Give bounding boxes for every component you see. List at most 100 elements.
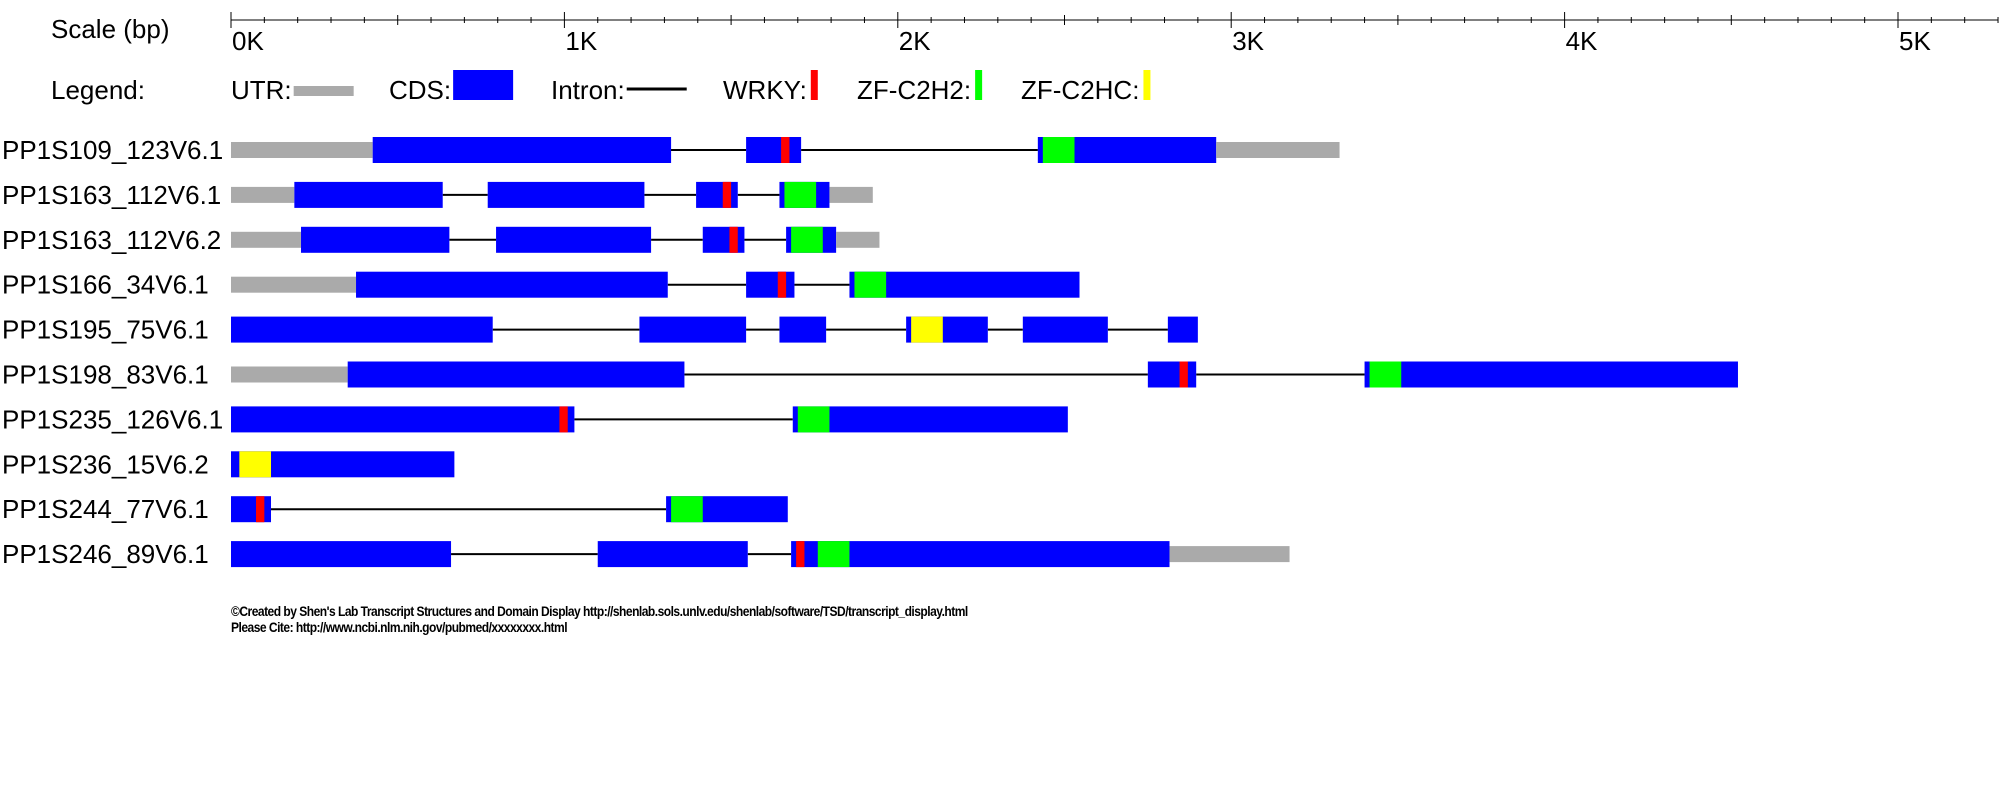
cds-segment (639, 316, 747, 343)
scale-tick-label: 0K (232, 26, 264, 56)
transcript-name: PP1S246_89V6.1 (2, 539, 209, 569)
legend-label: UTR: (231, 75, 292, 105)
legend-item-cds: CDS: (389, 70, 514, 105)
legend: UTR: CDS: Intron: WRKY: ZF-C2H2: ZF-C2HC: (231, 70, 1151, 105)
domain-zf-c2h2 (854, 271, 887, 298)
transcript-name: PP1S163_112V6.2 (2, 225, 221, 255)
utr-segment (231, 276, 357, 293)
legend-swatch (293, 86, 354, 96)
legend-label: ZF-C2H2: (857, 75, 971, 105)
cds-segment (849, 271, 1080, 298)
scale-tick-label: 4K (1566, 26, 1598, 56)
transcript-row: PP1S163_112V6.1 (2, 180, 873, 210)
legend-item-wrky: WRKY: (723, 70, 818, 105)
cds-segment (231, 496, 272, 523)
utr-segment (231, 231, 302, 248)
domain-zf-c2h2 (784, 181, 817, 208)
utr-segment (836, 231, 880, 248)
cds-segment (1364, 361, 1738, 388)
transcript-name: PP1S235_126V6.1 (2, 404, 223, 434)
transcript-name: PP1S236_15V6.2 (2, 449, 209, 479)
domain-zf-c2h2 (671, 496, 703, 523)
cds-segment (496, 226, 652, 253)
domain-zf-c2hc (239, 451, 272, 478)
domain-zf-c2h2 (1369, 361, 1402, 388)
transcript-list: PP1S109_123V6.1PP1S163_112V6.1PP1S163_11… (2, 135, 1738, 569)
legend-label: WRKY: (723, 75, 807, 105)
transcript-row: PP1S236_15V6.2 (2, 449, 455, 479)
cds-segment (231, 406, 575, 433)
domain-zf-c2h2 (1042, 137, 1075, 163)
cds-segment (696, 181, 738, 208)
transcript-name: PP1S244_77V6.1 (2, 494, 209, 524)
scale-label: Scale (bp) (51, 14, 170, 44)
utr-segment (1216, 142, 1340, 158)
transcript-row: PP1S244_77V6.1 (2, 494, 788, 524)
transcript-row: PP1S198_83V6.1 (2, 360, 1738, 390)
legend-label: Intron: (551, 75, 625, 105)
cds-segment (792, 406, 1068, 433)
scale-tick-label: 3K (1232, 26, 1264, 56)
domain-zf-c2h2 (797, 406, 830, 433)
legend-swatch (975, 70, 983, 100)
cds-segment (597, 541, 748, 568)
utr-segment (829, 186, 873, 203)
citation-line: Please Cite: http://www.ncbi.nlm.nih.gov… (231, 619, 568, 635)
domain-zf-c2h2 (817, 541, 850, 568)
transcript-name: PP1S163_112V6.1 (2, 180, 221, 210)
cds-segment (301, 226, 450, 253)
transcript-name: PP1S195_75V6.1 (2, 315, 209, 345)
cds-segment (746, 271, 795, 298)
domain-wrky (722, 181, 732, 208)
cds-segment (231, 541, 452, 568)
legend-title: Legend: (51, 75, 145, 105)
scale-tick-label: 5K (1899, 26, 1931, 56)
transcript-name: PP1S198_83V6.1 (2, 360, 209, 390)
cds-segment (231, 316, 493, 343)
transcript-row: PP1S166_34V6.1 (2, 270, 1080, 300)
cds-segment (294, 181, 443, 208)
cds-segment (1022, 316, 1108, 343)
legend-swatch (453, 70, 514, 100)
cds-segment (372, 137, 672, 163)
transcript-name: PP1S166_34V6.1 (2, 270, 209, 300)
credit-line: ©Created by Shen's Lab Transcript Struct… (231, 603, 968, 619)
cds-segment (779, 316, 827, 343)
domain-wrky (796, 541, 805, 568)
utr-segment (231, 366, 348, 383)
domain-wrky (559, 406, 568, 433)
legend-swatch (810, 70, 818, 100)
cds-segment (702, 226, 745, 253)
legend-item-zf-c2hc: ZF-C2HC: (1021, 70, 1151, 105)
domain-zf-c2hc (911, 316, 943, 343)
domain-zf-c2h2 (791, 226, 823, 253)
domain-wrky (777, 271, 787, 298)
cds-segment (356, 271, 668, 298)
cds-segment (746, 137, 802, 163)
domain-wrky (1179, 361, 1188, 388)
utr-segment (1169, 546, 1290, 563)
domain-wrky (781, 137, 790, 163)
domain-wrky (256, 496, 265, 523)
scale-tick-label: 2K (899, 26, 931, 56)
cds-segment (487, 181, 645, 208)
transcript-row: PP1S235_126V6.1 (2, 404, 1068, 434)
utr-segment (231, 186, 295, 203)
legend-item-intron: Intron: (551, 75, 687, 105)
transcript-name: PP1S109_123V6.1 (2, 135, 223, 165)
legend-item-zf-c2h2: ZF-C2H2: (857, 70, 983, 105)
domain-wrky (729, 226, 738, 253)
legend-label: CDS: (389, 75, 451, 105)
cds-segment (347, 361, 685, 388)
cds-segment (1167, 316, 1198, 343)
legend-swatch (1143, 70, 1151, 100)
utr-segment (231, 142, 373, 158)
legend-label: ZF-C2HC: (1021, 75, 1139, 105)
cds-segment (1147, 361, 1197, 388)
transcript-row: PP1S246_89V6.1 (2, 539, 1290, 569)
legend-item-utr: UTR: (231, 75, 354, 105)
scale-axis: 0K 1K 2K 3K 4K 5K (230, 12, 1999, 56)
scale-tick-label: 1K (565, 26, 597, 56)
cds-segment (791, 541, 1170, 568)
